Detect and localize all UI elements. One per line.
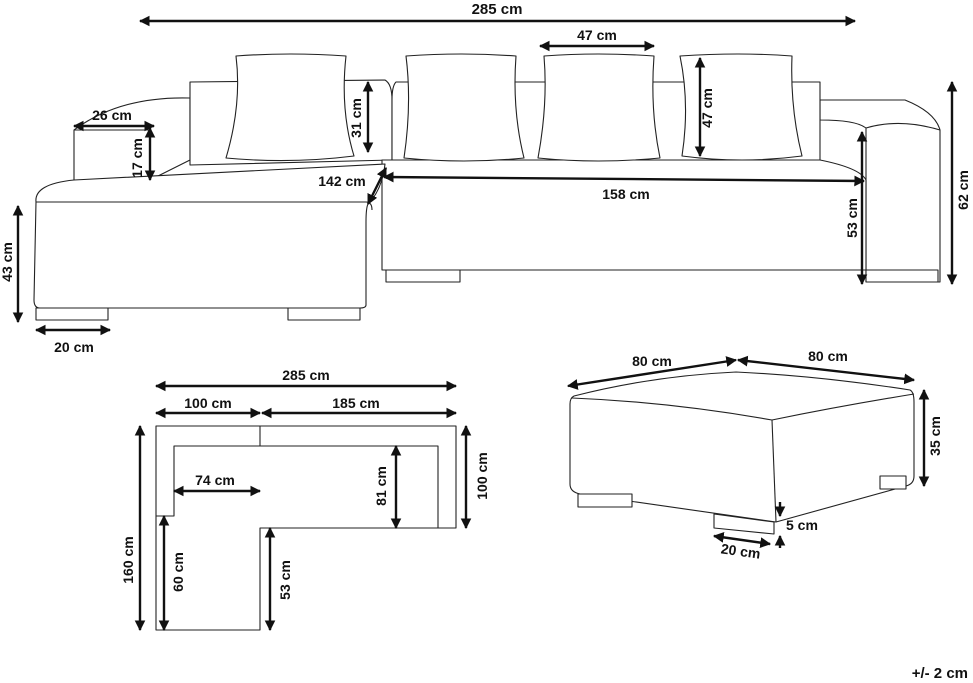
label-plan-chaise-width: 100 cm	[184, 395, 231, 411]
label-ottoman-width: 80 cm	[632, 353, 672, 369]
label-cushion-height: 47 cm	[699, 88, 715, 128]
ottoman-view	[569, 371, 915, 535]
main-foot-right	[865, 269, 939, 283]
label-total-height: 62 cm	[955, 170, 971, 210]
cushion-3	[537, 53, 661, 162]
label-seat-width: 158 cm	[602, 186, 649, 202]
plan-view-dimensions: 285 cm 100 cm 185 cm 74 cm 81 cm 100 cm …	[120, 367, 490, 632]
tolerance-note: +/- 2 cm	[912, 665, 968, 682]
ottoman-foot-right	[879, 475, 907, 490]
label-plan-chaise-inner-depth: 60 cm	[170, 552, 186, 592]
label-plan-seat-depth: 81 cm	[373, 466, 389, 506]
label-cushion-width: 47 cm	[577, 27, 617, 43]
label-plan-main-depth: 100 cm	[474, 452, 490, 499]
label-plan-chaise-inner: 74 cm	[195, 472, 235, 488]
plan-outer	[155, 425, 457, 631]
cushion-1	[225, 53, 355, 162]
ottoman-foot-left	[577, 493, 633, 508]
ottoman-foot-front	[713, 513, 775, 535]
main-foot-left	[385, 269, 461, 283]
label-plan-total-depth: 160 cm	[120, 536, 136, 583]
ottoman-dimensions: 80 cm 80 cm 35 cm 5 cm 20 cm	[566, 348, 943, 562]
label-total-width: 285 cm	[472, 1, 523, 18]
sofa-plan-view	[155, 425, 457, 631]
label-ottoman-leg-width: 20 cm	[720, 540, 762, 561]
chaise-foot-right	[287, 307, 361, 321]
label-chaise-height: 43 cm	[0, 242, 15, 282]
sofa-front-view	[33, 53, 941, 321]
cushion-2	[403, 53, 525, 162]
label-diagonal-depth: 142 cm	[318, 173, 365, 189]
label-armrest-depth: 26 cm	[92, 107, 132, 123]
label-ottoman-height: 35 cm	[927, 416, 943, 456]
label-armrest-height: 17 cm	[129, 138, 145, 178]
label-seat-height: 53 cm	[844, 198, 860, 238]
label-plan-chaise-extension: 53 cm	[277, 560, 293, 600]
label-ottoman-leg-height: 5 cm	[786, 517, 818, 533]
chaise-foot-left	[35, 307, 109, 321]
label-plan-main-width: 185 cm	[332, 395, 379, 411]
front-view-dimensions: 285 cm 47 cm 26 cm 17 cm 31 cm 47 cm 142…	[0, 1, 971, 355]
label-leg-width: 20 cm	[54, 339, 94, 355]
label-ottoman-depth: 80 cm	[808, 348, 848, 364]
label-plan-total-width: 285 cm	[282, 367, 329, 383]
label-backrest-height: 31 cm	[348, 98, 364, 138]
cushion-4	[679, 53, 803, 161]
